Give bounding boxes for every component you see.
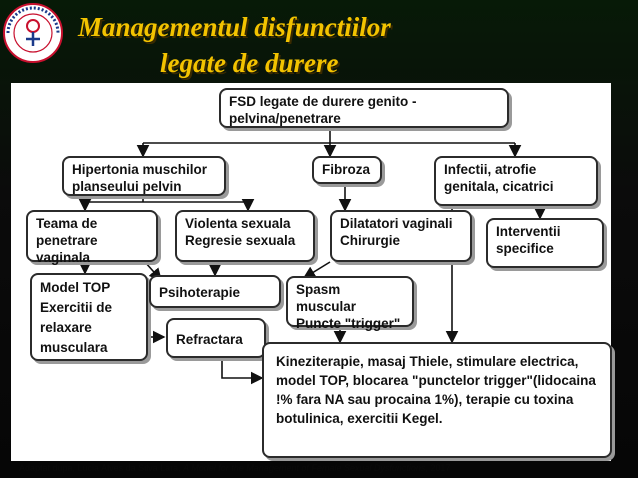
box-teama: Teama de penetrare vaginala: [26, 210, 158, 265]
arrow-hipertonia-to-spasm: [247, 202, 249, 205]
society-seal-icon: [3, 3, 63, 63]
box-violenta: Violenta sexuala Regresie sexuala: [175, 210, 315, 262]
citation-prefix: Adaptat dupa, Lucia Alves da Silva Lara,: [19, 463, 184, 473]
arrow-dilatatori-to-spasm: [302, 261, 331, 279]
arrow-refractara-to-kinezio: [221, 358, 264, 385]
box-spasm: Spasm muscular Puncte "trigger": [286, 276, 414, 331]
box-model-top: Model TOP Exercitii de relaxare muscular…: [30, 273, 148, 361]
box-refractara: Refractara: [166, 318, 266, 358]
source-citation: Adaptat dupa, Lucia Alves da Silva Lara,…: [11, 462, 611, 476]
box-infectii: Infectii, atrofie genitala, cicatrici: [434, 156, 598, 206]
citation-work: A Model for the Management of Female Sex…: [183, 463, 428, 473]
box-psihoterapie: Psihoterapie: [149, 275, 281, 308]
box-interventii: Interventii specifice: [486, 218, 604, 268]
page-title-line-1: Managementul disfunctiilor: [78, 12, 391, 42]
box-hipertonia: Hipertonia muschilor planseului pelvin: [62, 156, 226, 196]
box-dilatatori: Dilatatori vaginali Chirurgie: [330, 210, 472, 262]
box-fibroza: Fibroza: [312, 156, 382, 184]
citation-year: 2017: [427, 463, 451, 473]
page-title-line-2: legate de durere: [160, 48, 339, 78]
box-kinezioterapie: Kineziterapie, masaj Thiele, stimulare e…: [262, 342, 612, 458]
box-root: FSD legate de durere genito - pelvina/pe…: [219, 88, 509, 128]
